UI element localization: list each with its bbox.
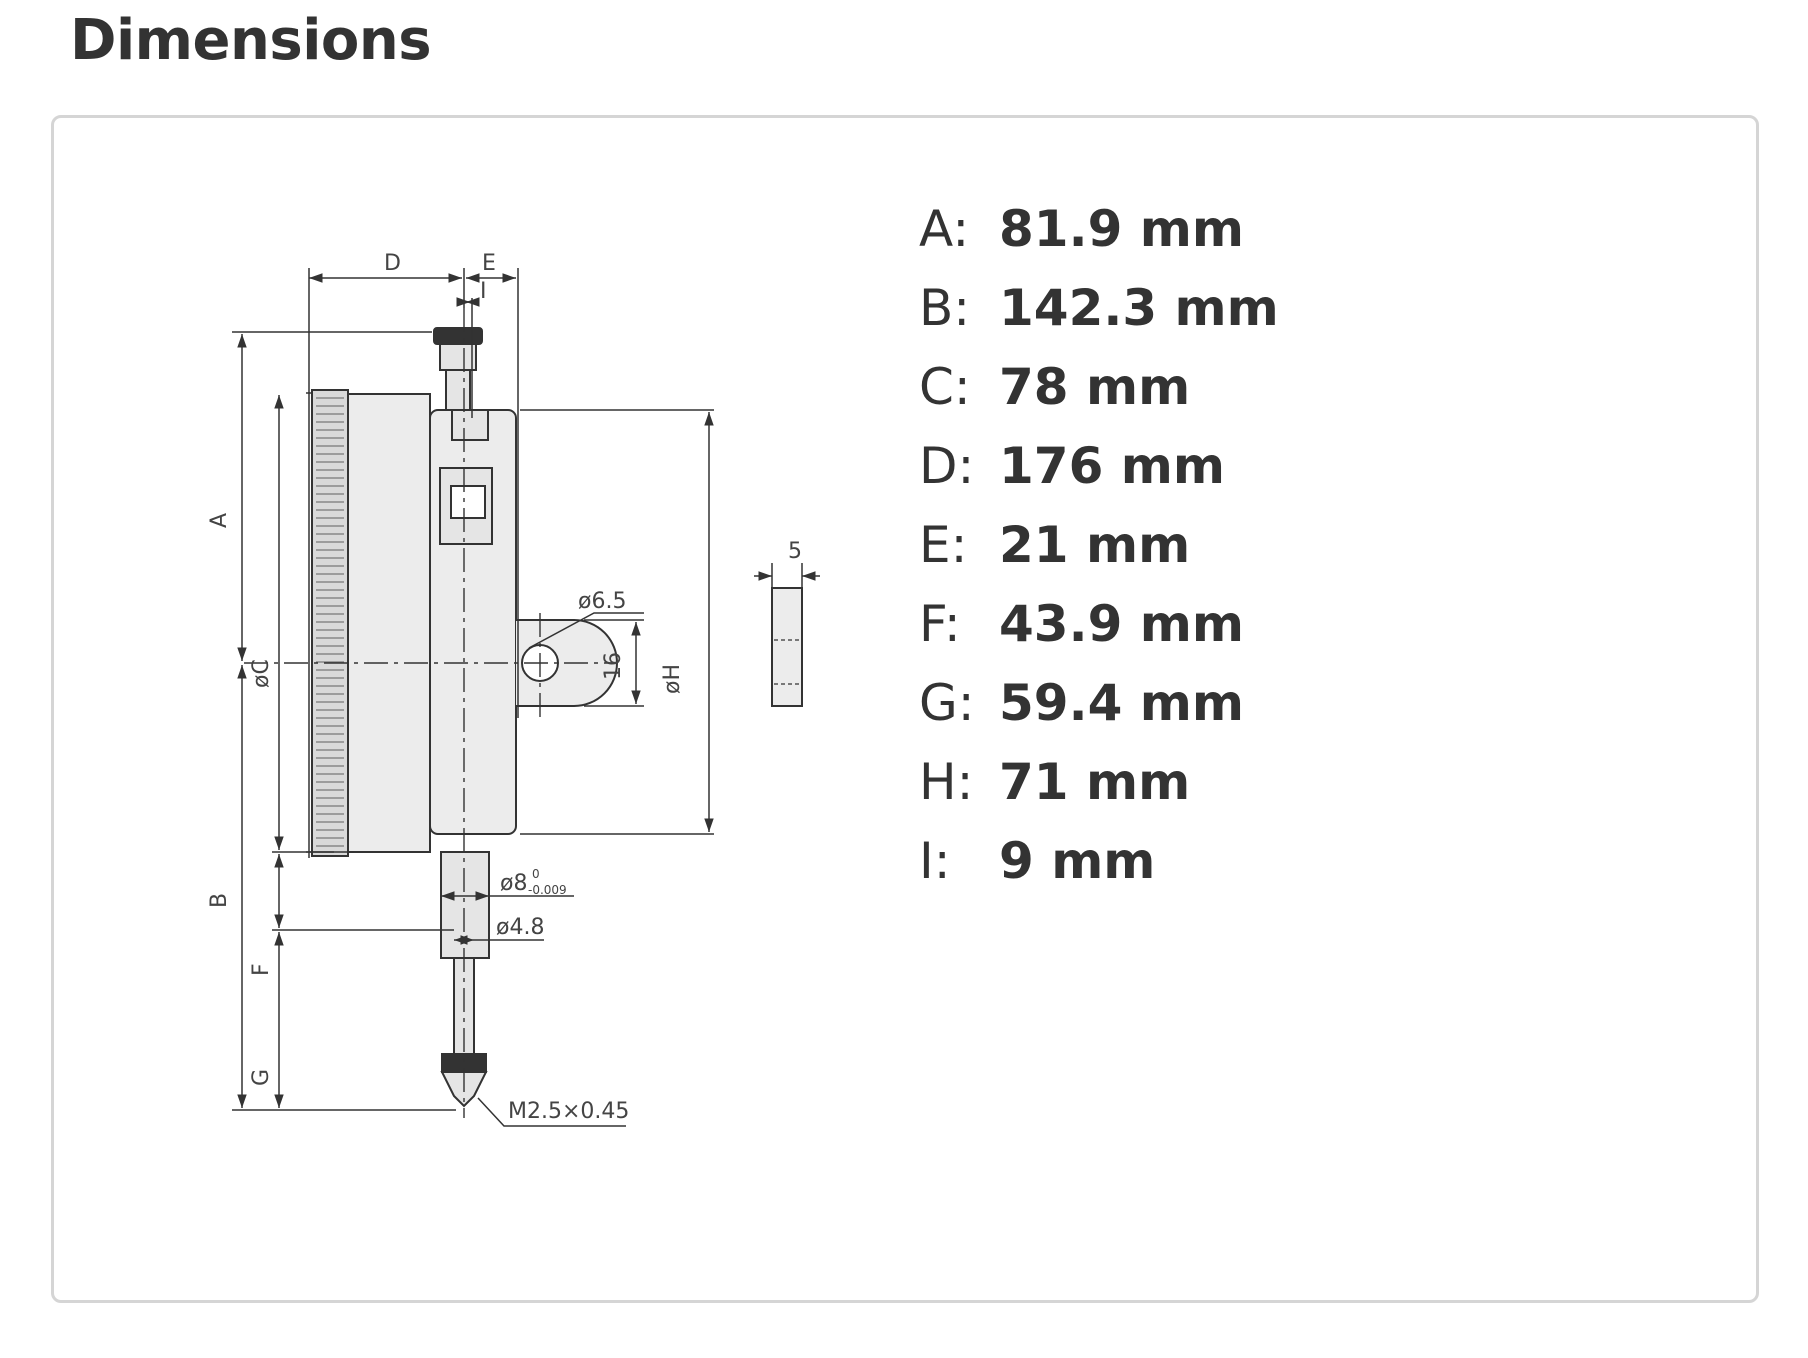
label-h: øH (660, 664, 685, 694)
label-thickness: 5 (788, 539, 802, 564)
label-e: E (482, 251, 496, 276)
side-view-lug (771, 587, 803, 707)
label-b: B (207, 893, 232, 908)
label-f: F (249, 963, 274, 976)
dimension-drawing: D E I A B øC F G øH 16 ø6.5 5 ø8 0 -0.00… (207, 251, 820, 1127)
label-lug: 16 (601, 652, 626, 680)
spec-row-g: G:59.4 mm (919, 674, 1244, 732)
dimensions-card: D E I A B øC F G øH 16 ø6.5 5 ø8 0 -0.00… (51, 115, 1759, 1303)
spec-row-c: C:78 mm (919, 358, 1191, 416)
bezel-knurl (316, 397, 344, 847)
drawing-labels: D E I A B øC F G øH 16 ø6.5 5 ø8 0 -0.00… (207, 251, 802, 1124)
spec-row-i: I:9 mm (919, 832, 1156, 890)
spec-row-a: A:81.9 mm (919, 200, 1244, 258)
label-stem-tol-lower: -0.009 (528, 883, 567, 897)
label-stem-main: ø8 (500, 871, 527, 896)
label-a: A (207, 513, 232, 528)
dimension-lines (232, 268, 820, 1127)
label-thread: M2.5×0.45 (508, 1099, 629, 1124)
spec-row-f: F:43.9 mm (919, 595, 1244, 653)
spec-row-e: E:21 mm (919, 516, 1191, 574)
label-stem-tol-upper: 0 (532, 867, 540, 881)
spec-row-h: H:71 mm (919, 753, 1191, 811)
label-g: G (249, 1069, 274, 1086)
label-d: D (384, 251, 401, 276)
label-hole: ø6.5 (578, 589, 626, 614)
label-c: øC (249, 659, 274, 688)
center-lines (244, 308, 614, 1118)
dimension-list: A:81.9 mm B:142.3 mm C:78 mm D:176 mm E:… (919, 190, 1279, 901)
label-i: I (480, 279, 487, 304)
label-stem-small: ø4.8 (496, 915, 544, 940)
spec-row-d: D:176 mm (919, 437, 1225, 495)
page-title: Dimensions (70, 8, 432, 73)
spec-row-b: B:142.3 mm (919, 279, 1279, 337)
